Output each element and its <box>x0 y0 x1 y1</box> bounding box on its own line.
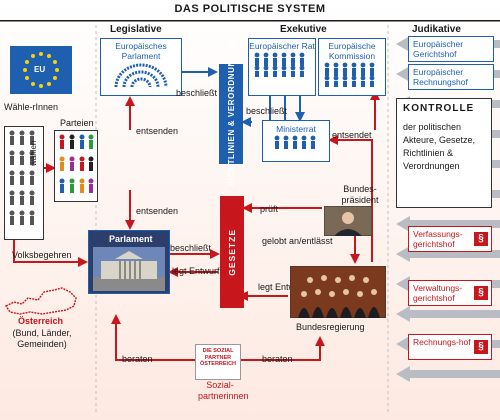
paragraph-icon: § <box>474 340 488 354</box>
european-commission-label: Europäische Kommission <box>328 41 376 61</box>
european-commission-box: Europäische Kommission <box>318 38 386 96</box>
oesterreich-sub-label: (Bund, Länder, Gemeinden) <box>12 328 72 349</box>
european-parliament-box: Europäisches Parlament <box>100 38 182 96</box>
voters-box <box>4 126 44 240</box>
eu-parliament-decides-label: beschließt <box>176 88 218 98</box>
commission-people-icon <box>324 62 375 87</box>
eu-gerichtshof-label: Europäischer Gerichtshof <box>413 39 464 59</box>
parlament-beschliesst-label: beschließt <box>170 243 212 253</box>
entsenden-top-label: entsenden <box>136 126 179 136</box>
european-parliament-label: Europäisches Parlament <box>115 41 167 61</box>
legt-entwurf-left-label: legt Entwurf <box>172 266 220 276</box>
eu-label: EU <box>34 65 46 74</box>
ministerrat-people-icon <box>274 135 316 149</box>
column-exekutive-heading: Exekutive <box>280 24 327 35</box>
entsendet-label: entsendet <box>332 130 372 140</box>
eu-flag-icon <box>10 46 72 94</box>
european-council-box: Europäischer Rat <box>248 38 316 96</box>
european-council-label: Europäischer Rat <box>249 41 315 51</box>
paragraph-icon: § <box>474 232 488 246</box>
prueft-label: prüft <box>260 204 279 214</box>
rechnungshof-label: Rechnungs-hof <box>413 337 471 347</box>
richtlinien-verordnungen-label: RICHTLINIEN & VERORDNUNGEN <box>226 41 236 187</box>
column-legislative-heading: Legislative <box>110 24 162 35</box>
verfassungsgerichtshof-box: Verfassungs-gerichtshof § <box>408 226 492 252</box>
beraten-left-label: beraten <box>122 354 153 364</box>
eu-rechnungshof-box: Europäischer Rechnungshof <box>408 64 494 90</box>
parteien-heading: Parteien <box>60 118 94 128</box>
paragraph-icon: § <box>474 286 488 300</box>
parlament-box: Parlament <box>88 230 170 294</box>
sozialpartner-logo-text: DIE SOZIAL PARTNER ÖSTERREICH <box>199 348 237 367</box>
council-people-icon <box>254 52 305 77</box>
richtlinien-verordnungen-band: RICHTLINIEN & VERORDNUNGEN <box>219 41 243 187</box>
kontrolle-box: KONTROLLE der politischen Akteure, Geset… <box>396 98 492 208</box>
council-decides-label: beschließt <box>246 106 288 116</box>
bundesregierung-photo-icon <box>290 266 386 318</box>
eu-rechnungshof-label: Europäischer Rechnungshof <box>413 67 468 87</box>
parliament-hemicycle-icon <box>114 63 168 88</box>
ministerrat-label: Ministerrat <box>276 124 316 134</box>
bundespraesident-label: Bundes-präsident <box>341 184 379 205</box>
column-judikative-heading: Judikative <box>412 24 461 35</box>
parties-people-icon <box>59 134 94 193</box>
verwaltungsgerichtshof-label: Verwaltungs-gerichtshof <box>413 283 463 303</box>
eu-gerichtshof-box: Europäischer Gerichtshof <box>408 36 494 62</box>
oesterreich-label: Österreich <box>18 316 64 326</box>
page-title: DAS POLITISCHE SYSTEM <box>174 3 326 15</box>
sozialpartner-logo-box: DIE SOZIAL PARTNER ÖSTERREICH <box>195 344 241 380</box>
bundesregierung-label: Bundesregierung <box>296 322 365 332</box>
verwaltungsgerichtshof-box: Verwaltungs-gerichtshof § <box>408 280 492 306</box>
waehlen-label: wählen <box>29 140 38 166</box>
ministerrat-box: Ministerrat <box>262 120 330 162</box>
sozialpartner-label: Sozial-partnerinnen <box>198 380 249 401</box>
voters-heading: Wähle-rInnen <box>4 102 58 113</box>
verfassungsgerichtshof-label: Verfassungs-gerichtshof <box>413 229 463 249</box>
bundespraesident-photo-icon <box>324 206 372 236</box>
gesetze-band: GESETZE <box>220 196 244 308</box>
voters-label: Wähle-rInnen <box>4 102 59 112</box>
gelobt-label: gelobt an/entlässt <box>262 236 333 246</box>
gesetze-label: GESETZE <box>227 228 237 276</box>
kontrolle-heading: KONTROLLE <box>403 103 475 114</box>
legt-entwurf-right-label: legt Entwurf <box>258 282 306 292</box>
beraten-right-label: beraten <box>262 354 293 364</box>
rechnungshof-box: Rechnungs-hof § <box>408 334 492 360</box>
parteien-box <box>54 130 98 202</box>
entsenden-mid-label: entsenden <box>136 206 179 216</box>
volksbegehren-label: Volksbegehren <box>12 250 72 260</box>
voters-people-icon <box>9 130 35 225</box>
kontrolle-text: der politischen Akteure, Gesetze, Richtl… <box>403 122 476 171</box>
parlament-building-icon <box>93 247 165 291</box>
austria-map-icon <box>4 287 77 315</box>
parlament-label: Parlament <box>109 234 153 244</box>
